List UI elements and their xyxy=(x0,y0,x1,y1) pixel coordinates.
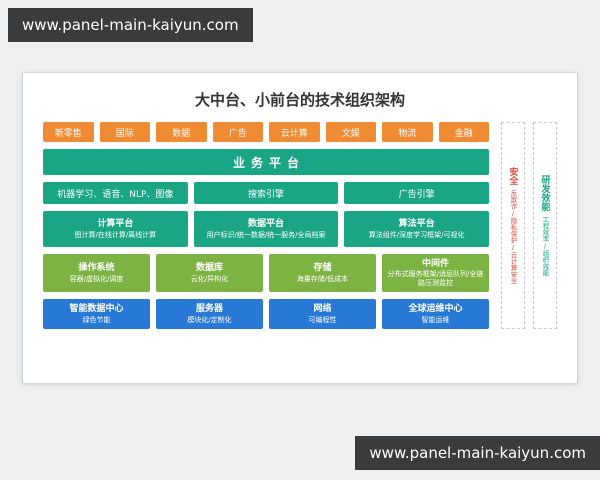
infra-box-title: 操作系统 xyxy=(78,263,115,274)
business-unit: 广告 xyxy=(212,122,263,142)
platform-box-desc: 图计算/在线计算/离线计算 xyxy=(74,230,157,239)
datacenter-box-desc: 智能运维 xyxy=(421,315,450,324)
business-unit: 国际 xyxy=(99,122,150,142)
security-side-title: 安全 xyxy=(507,167,518,185)
infrastructure-row: 操作系统 容器/虚拟化/调度 数据库 云化/异构化 存储 海量存储/低成本 中间… xyxy=(43,254,489,292)
datacenter-box: 智能数据中心 绿色节能 xyxy=(43,299,150,329)
business-unit: 物流 xyxy=(382,122,433,142)
infra-box: 存储 海量存储/低成本 xyxy=(269,254,376,292)
datacenter-row: 智能数据中心 绿色节能 服务器 模块化/定制化 网络 可编程性 全球运维中心 智… xyxy=(43,299,489,329)
datacenter-box-title: 智能数据中心 xyxy=(69,304,124,315)
efficiency-side-desc: 工程效率/组织效能 xyxy=(541,216,549,276)
infra-box-desc: 海量存储/低成本 xyxy=(296,274,349,283)
watermark-top-text: www.panel-main-kaiyun.com xyxy=(22,16,239,34)
watermark-bottom-text: www.panel-main-kaiyun.com xyxy=(369,444,586,462)
business-unit: 数据 xyxy=(156,122,207,142)
side-bars: 安全 反欺诈/隐私保护/云计算安全 研发效能 工程效率/组织效能 xyxy=(501,122,557,329)
platform-box-desc: 用户标识/统一数据/统一服务/全局档案 xyxy=(206,230,326,239)
business-units-row: 新零售 国际 数据 广告 云计算 文娱 物流 金融 xyxy=(43,122,489,142)
infra-box-desc: 云化/异构化 xyxy=(190,274,229,283)
architecture-diagram-card: 大中台、小前台的技术组织架构 新零售 国际 数据 广告 云计算 文娱 物流 金融… xyxy=(22,72,578,384)
infra-box-title: 数据库 xyxy=(195,263,223,274)
infra-box-title: 中间件 xyxy=(421,258,449,269)
infra-box-desc: 分布式服务框架/消息队列/全链路压测监控 xyxy=(387,269,484,288)
diagram-main-grid: 新零售 国际 数据 广告 云计算 文娱 物流 金融 业务平台 机器学习、语音、N… xyxy=(43,122,490,329)
platform-box-title: 数据平台 xyxy=(248,219,285,230)
engine-row: 机器学习、语音、NLP、图像 搜索引擎 广告引擎 xyxy=(43,182,490,204)
platform-box: 算法平台 算法组件/深度学习框架/可视化 xyxy=(344,211,490,247)
efficiency-side-bar: 研发效能 工程效率/组织效能 xyxy=(533,122,557,329)
business-unit: 新零售 xyxy=(43,122,94,142)
business-platform-bar: 业务平台 xyxy=(43,149,489,175)
infra-box: 中间件 分布式服务框架/消息队列/全链路压测监控 xyxy=(382,254,489,292)
platform-box: 数据平台 用户标识/统一数据/统一服务/全局档案 xyxy=(193,211,339,247)
datacenter-box: 网络 可编程性 xyxy=(269,299,376,329)
platform-box-title: 计算平台 xyxy=(97,219,134,230)
business-unit: 文娱 xyxy=(325,122,376,142)
platform-box: 计算平台 图计算/在线计算/离线计算 xyxy=(43,211,188,247)
platform-box-desc: 算法组件/深度学习框架/可视化 xyxy=(368,230,465,239)
engine-box: 搜索引擎 xyxy=(193,182,339,204)
platform-box-title: 算法平台 xyxy=(398,219,435,230)
infra-box: 数据库 云化/异构化 xyxy=(156,254,263,292)
watermark-top: www.panel-main-kaiyun.com xyxy=(8,8,253,42)
diagram-content: 新零售 国际 数据 广告 云计算 文娱 物流 金融 业务平台 机器学习、语音、N… xyxy=(43,122,557,329)
business-unit: 云计算 xyxy=(269,122,320,142)
datacenter-box-title: 网络 xyxy=(313,304,332,315)
infra-box: 操作系统 容器/虚拟化/调度 xyxy=(43,254,150,292)
business-unit: 金融 xyxy=(438,122,489,142)
efficiency-side-title: 研发效能 xyxy=(539,175,550,211)
platform-row: 计算平台 图计算/在线计算/离线计算 数据平台 用户标识/统一数据/统一服务/全… xyxy=(43,211,490,247)
security-side-bar: 安全 反欺诈/隐私保护/云计算安全 xyxy=(501,122,525,329)
datacenter-box-title: 服务器 xyxy=(195,304,223,315)
engine-box: 广告引擎 xyxy=(344,182,490,204)
security-side-desc: 反欺诈/隐私保护/云计算安全 xyxy=(509,190,517,284)
infra-box-title: 存储 xyxy=(313,263,332,274)
datacenter-box: 全球运维中心 智能运维 xyxy=(382,299,489,329)
datacenter-box-desc: 可编程性 xyxy=(308,315,337,324)
datacenter-box-title: 全球运维中心 xyxy=(408,304,463,315)
infra-box-desc: 容器/虚拟化/调度 xyxy=(69,274,124,283)
diagram-title: 大中台、小前台的技术组织架构 xyxy=(194,91,405,109)
datacenter-box-desc: 模块化/定制化 xyxy=(187,315,232,324)
engine-box: 机器学习、语音、NLP、图像 xyxy=(43,182,188,204)
datacenter-box: 服务器 模块化/定制化 xyxy=(156,299,263,329)
watermark-bottom: www.panel-main-kaiyun.com xyxy=(355,436,600,470)
datacenter-box-desc: 绿色节能 xyxy=(82,315,111,324)
